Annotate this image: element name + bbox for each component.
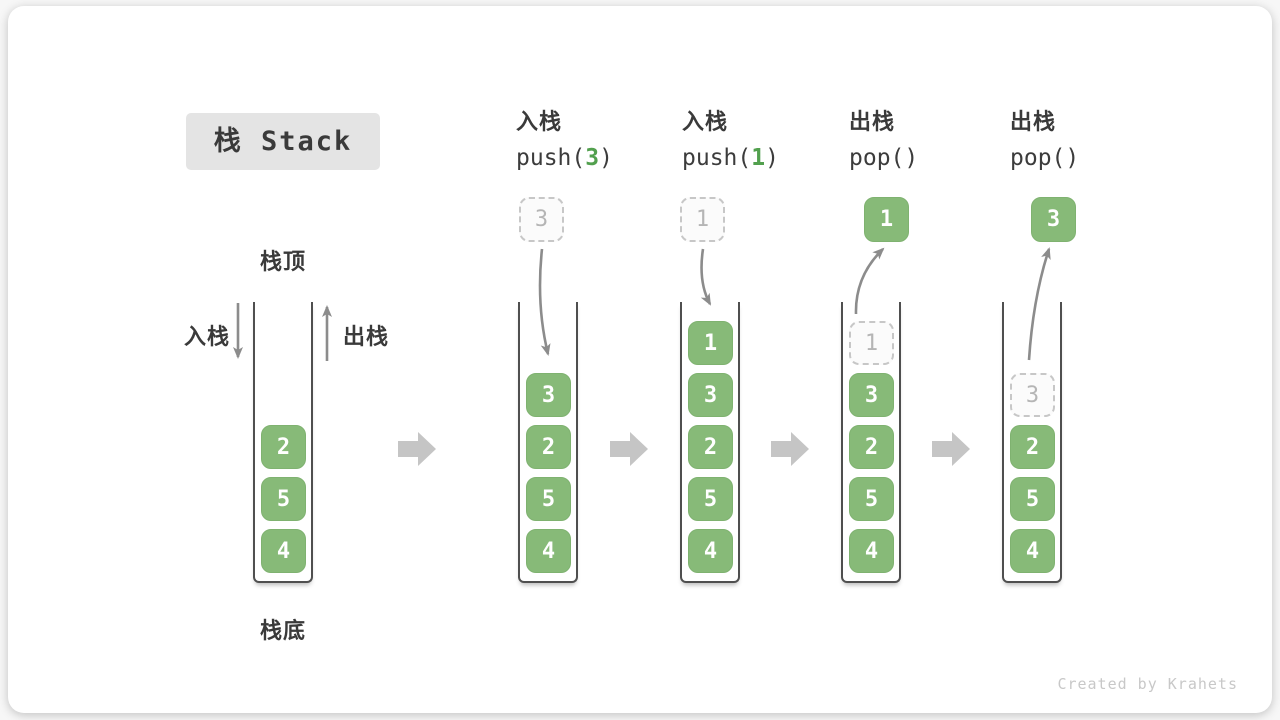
diagram-title: 栈 Stack (186, 113, 380, 170)
operation-name: 入栈 (516, 109, 563, 134)
stack-after-pop-3-transfer-arrow (1027, 247, 1051, 361)
step-flow-arrow (771, 432, 809, 466)
operation-code: pop() (849, 145, 918, 171)
code-text: pop( (1010, 145, 1066, 171)
code-text: pop( (849, 145, 905, 171)
popped-ghost-cell-1: 1 (849, 321, 894, 365)
stack-cell-5: 5 (526, 477, 571, 521)
watermark: Created by Krahets (1057, 675, 1238, 693)
stack-cell-2: 2 (261, 425, 306, 469)
step-flow-arrow (610, 432, 648, 466)
stack-cell-3: 3 (849, 373, 894, 417)
operation-code: push(3) (516, 145, 613, 171)
stack-cell-3: 3 (526, 373, 571, 417)
code-text: push( (682, 145, 752, 171)
popped-value-box-3: 3 (1031, 197, 1076, 242)
stack-cell-2: 2 (849, 425, 894, 469)
operation-name: 出栈 (849, 109, 896, 134)
stack-cell-4: 4 (1010, 529, 1055, 573)
operation-code: push(1) (682, 145, 779, 171)
stack-cell-2: 2 (1010, 425, 1055, 469)
stack-after-pop-1-transfer-arrow (854, 247, 885, 315)
code-text: ) (765, 145, 779, 171)
stack-cell-4: 4 (526, 529, 571, 573)
stack-cell-1: 1 (688, 321, 733, 365)
stack-bottom-label: 栈底 (259, 618, 306, 643)
stack-cell-4: 4 (261, 529, 306, 573)
incoming-value-box-1: 1 (680, 197, 725, 242)
operation-code: pop() (1010, 145, 1079, 171)
operation-name: 出栈 (1010, 109, 1057, 134)
operation-name: 入栈 (682, 109, 729, 134)
code-argument: 1 (751, 145, 766, 171)
step-flow-arrow (932, 432, 970, 466)
stack-cell-3: 3 (688, 373, 733, 417)
step-flow-arrow (398, 432, 436, 466)
stack-after-pop-3-operation-label: 出栈 pop() (1010, 104, 1079, 171)
code-text: push( (516, 145, 586, 171)
stack-cell-4: 4 (688, 529, 733, 573)
stack-after-push-1-operation-label: 入栈 push(1) (682, 104, 779, 171)
push-direction-label: 入栈 (184, 324, 231, 349)
code-text: ) (904, 145, 919, 171)
stack-after-push-1-transfer-arrow (700, 248, 712, 306)
stack-cell-5: 5 (1010, 477, 1055, 521)
stack-cell-5: 5 (849, 477, 894, 521)
stack-cell-5: 5 (261, 477, 306, 521)
code-argument: 3 (585, 145, 600, 171)
stack-top-label: 栈顶 (259, 249, 306, 274)
stack-cell-2: 2 (688, 425, 733, 469)
pop-direction-label: 出栈 (343, 324, 390, 349)
popped-ghost-cell-3: 3 (1010, 373, 1055, 417)
stack-after-push-3-operation-label: 入栈 push(3) (516, 104, 613, 171)
popped-value-box-1: 1 (864, 197, 909, 242)
stack-after-push-3-transfer-arrow (538, 248, 551, 356)
code-text: ) (1065, 145, 1080, 171)
code-text: ) (599, 145, 613, 171)
stack-after-pop-1-operation-label: 出栈 pop() (849, 104, 918, 171)
stack-cell-2: 2 (526, 425, 571, 469)
incoming-value-box-3: 3 (519, 197, 564, 242)
stack-cell-4: 4 (849, 529, 894, 573)
stack-cell-5: 5 (688, 477, 733, 521)
